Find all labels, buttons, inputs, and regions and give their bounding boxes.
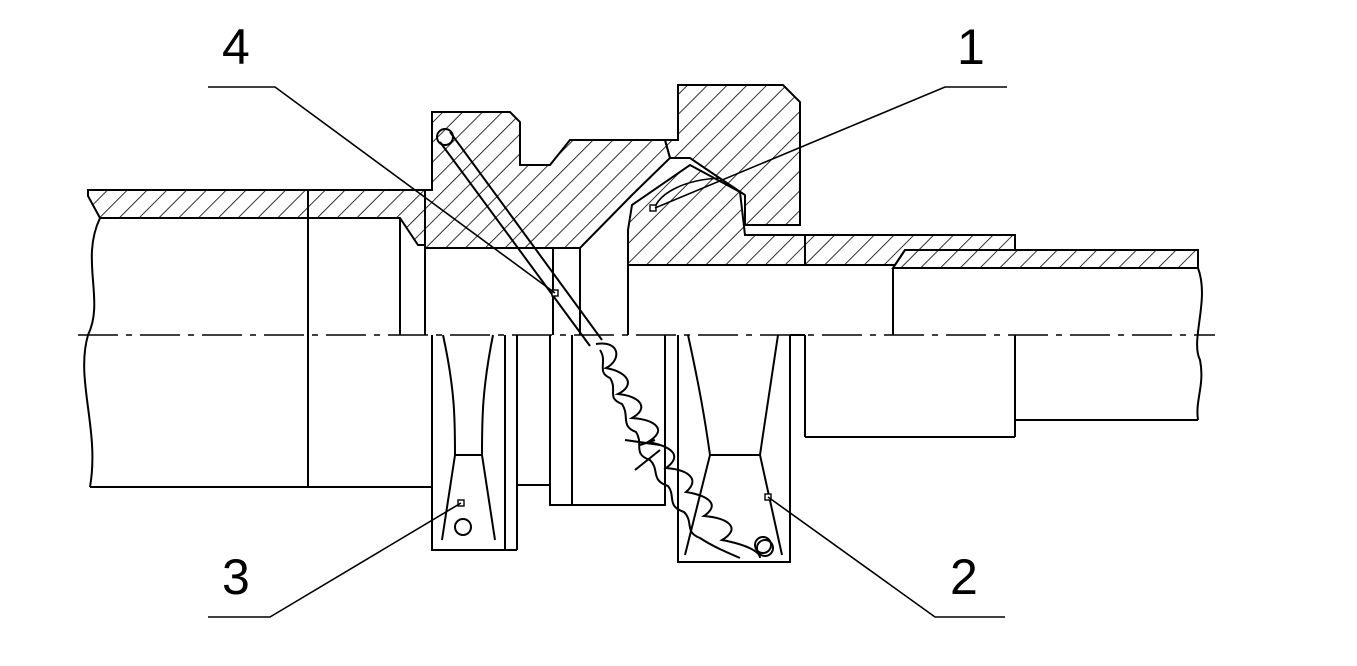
leader-lines xyxy=(208,86,1007,618)
leader-line-4 xyxy=(208,86,556,294)
right-wing-nut-outline xyxy=(677,335,791,563)
right-pipe-break-line xyxy=(1196,267,1203,421)
center-body-outline xyxy=(517,335,666,506)
lock-wire-twisted-run-2 xyxy=(599,349,741,559)
callout-number-1: 1 xyxy=(957,19,985,75)
leader-line-2 xyxy=(767,496,1005,618)
lock-wire-end-loop xyxy=(754,536,772,554)
left-wing-nut-waist xyxy=(441,334,496,541)
left-pipe-collar-section xyxy=(307,189,426,246)
left-wing-nut-hole xyxy=(454,518,472,536)
seal-wire xyxy=(654,177,721,208)
leader-line-3 xyxy=(208,502,462,618)
leader-line-1 xyxy=(654,86,1007,209)
union-nut-section xyxy=(663,84,801,226)
lock-wire-pigtail xyxy=(624,439,661,471)
left-pipe-wall-section xyxy=(87,189,309,219)
lock-wire-straight-run xyxy=(439,131,603,347)
callout-number-3: 3 xyxy=(222,549,250,605)
right-wing-nut-waist xyxy=(684,334,783,556)
callout-number-4: 4 xyxy=(222,19,250,75)
hatched-sections xyxy=(87,84,1199,269)
right-wing-nut-hole xyxy=(756,539,774,557)
right-pipe-wall-section xyxy=(891,249,1199,269)
callout-number-2: 2 xyxy=(950,549,978,605)
left-pipe-break-line xyxy=(83,217,101,488)
lock-wire xyxy=(436,128,772,559)
outline-lines xyxy=(78,217,1215,563)
left-wing-nut-outline xyxy=(431,335,506,551)
lock-wire-twisted-run xyxy=(595,342,761,559)
